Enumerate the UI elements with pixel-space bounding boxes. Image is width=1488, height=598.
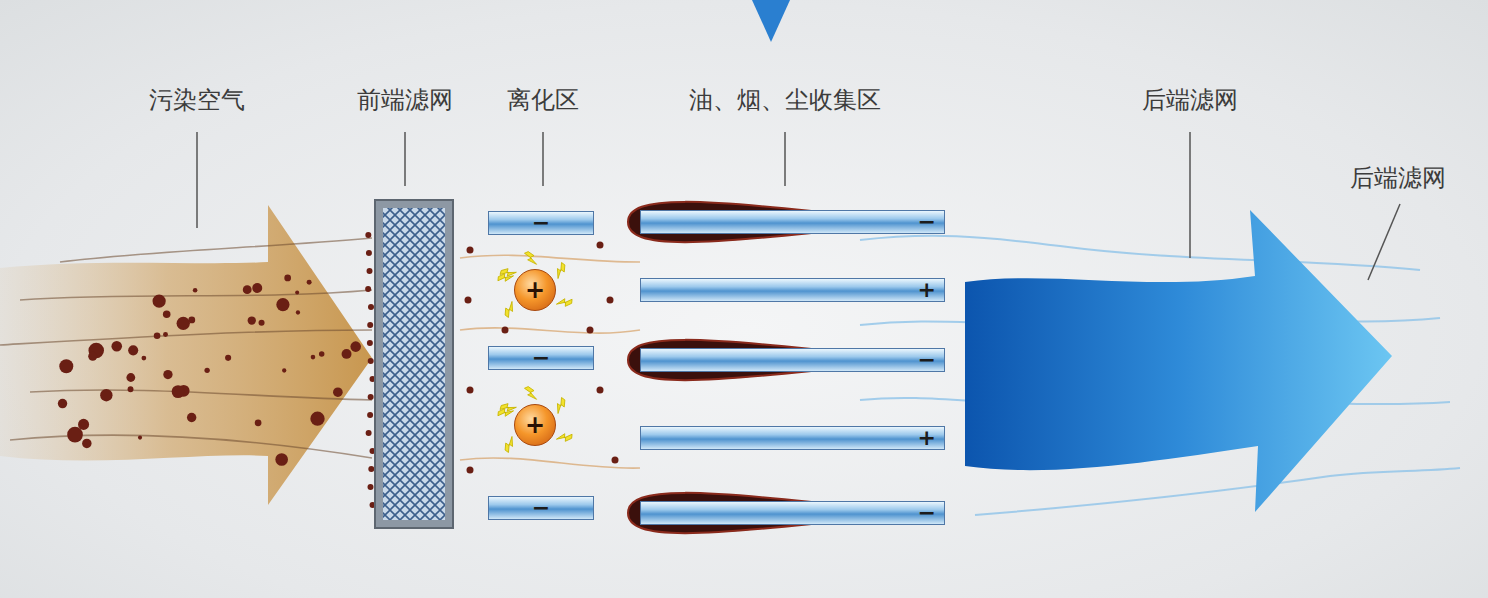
polarity-sign: −	[532, 212, 550, 234]
collector-plate: +	[640, 278, 945, 302]
ionizer-plate: −	[488, 496, 594, 520]
polarity-sign: −	[918, 502, 936, 524]
positive-ion: +	[514, 404, 556, 446]
polarity-sign: +	[525, 413, 545, 437]
polarity-sign: +	[918, 427, 936, 449]
polarity-sign: +	[918, 279, 936, 301]
leader-lines	[197, 132, 1400, 280]
part-label: 后端滤网	[1142, 86, 1238, 115]
collector-plate: −	[640, 501, 945, 525]
positive-ion: +	[514, 269, 556, 311]
part-label: 前端滤网	[357, 86, 453, 115]
part-label: 后端滤网	[1350, 164, 1446, 193]
ionizer-plate: −	[488, 346, 594, 370]
collector-plate: +	[640, 426, 945, 450]
polarity-sign: −	[532, 347, 550, 369]
polluted-air-arrow	[0, 205, 372, 505]
front-filter-mesh	[383, 208, 445, 520]
collector-plate: −	[640, 348, 945, 372]
top-pointer	[752, 0, 790, 42]
ionizer-plate: −	[488, 211, 594, 235]
clean-air-arrow	[965, 210, 1392, 512]
part-label: 油、烟、尘收集区	[689, 86, 881, 115]
polarity-sign: −	[918, 211, 936, 233]
polarity-sign: −	[918, 349, 936, 371]
polarity-sign: +	[525, 278, 545, 302]
collector-plate: −	[640, 210, 945, 234]
polarity-sign: −	[532, 497, 550, 519]
air-flow-lines	[0, 238, 640, 468]
pollutant-particles	[58, 232, 619, 508]
part-label: 离化区	[507, 86, 579, 115]
front-filter-frame	[375, 200, 453, 528]
part-label: 污染空气	[149, 86, 245, 115]
